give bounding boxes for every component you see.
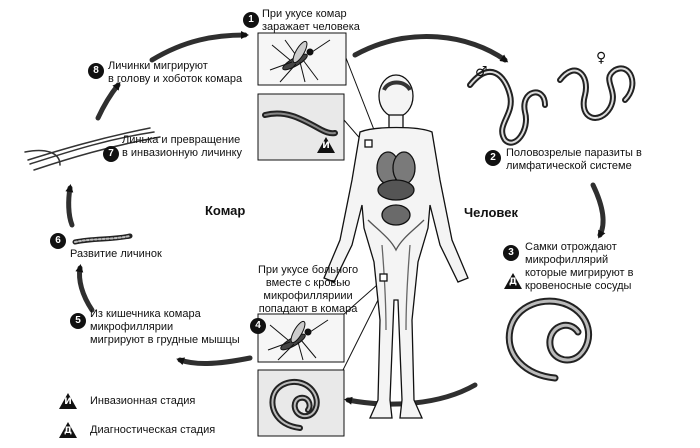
invasive-stage-icon-panel: И xyxy=(316,136,336,154)
step-4-number: 4 xyxy=(250,318,266,334)
legend-invasive-icon: И xyxy=(58,392,78,410)
arrow-7-to-8 xyxy=(95,81,121,121)
infective-larvae xyxy=(24,127,161,171)
step-6-number: 6 xyxy=(50,233,66,249)
step-2-number: 2 xyxy=(485,150,501,166)
arrow-2-to-3 xyxy=(590,182,606,239)
legend-diagnostic-icon: Д xyxy=(58,421,78,439)
developing-larva xyxy=(72,233,133,245)
microfilaria-coil-step3 xyxy=(505,297,592,382)
step-5-number: 5 xyxy=(70,313,86,329)
female-symbol: ♀ xyxy=(596,50,607,66)
step-3-number: 3 xyxy=(503,245,519,261)
legend-invasive-label: Инвазионная стадия xyxy=(90,395,196,407)
side-label-human: Человек xyxy=(464,205,518,220)
microfilaria-panel-bottom xyxy=(257,369,345,437)
mosquito-drawing-top xyxy=(269,39,331,83)
human-figure xyxy=(323,74,469,419)
arrow-5-to-6 xyxy=(75,264,95,313)
side-label-mosquito: Комар xyxy=(205,203,246,218)
arrow-8-to-1 xyxy=(149,31,249,63)
step-8-number: 8 xyxy=(88,63,104,79)
step-7-number: 7 xyxy=(103,146,119,162)
arrow-1-to-2 xyxy=(352,34,509,63)
step-6-text: Развитие личинок xyxy=(70,248,162,260)
mosquito-panel-top xyxy=(257,32,347,86)
step-1-number: 1 xyxy=(243,12,259,28)
legend-diagnostic-label: Диагностическая стадия xyxy=(90,424,216,436)
arrow-6-to-7 xyxy=(65,184,75,228)
diagnostic-stage-icon-step3: Д xyxy=(503,272,523,290)
male-symbol: ♂ xyxy=(475,64,488,80)
mosquito-panel-bottom xyxy=(257,313,345,363)
adult-worms xyxy=(467,65,636,146)
arrow-4-to-5 xyxy=(176,355,253,367)
larva-panel xyxy=(257,93,345,161)
